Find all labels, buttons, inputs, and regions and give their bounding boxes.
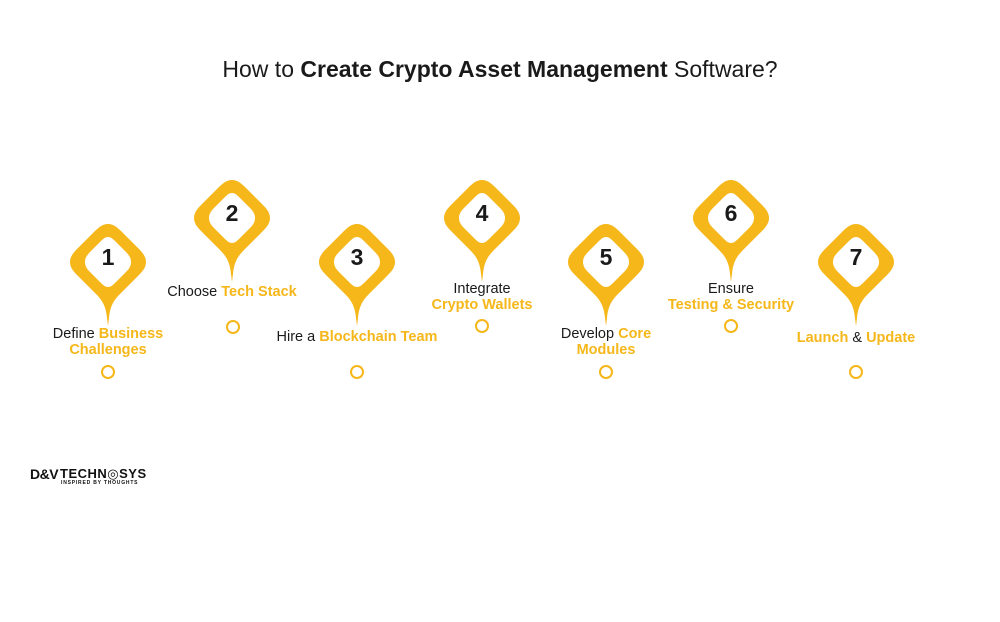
circle-marker-icon [226, 320, 240, 334]
step-number: 5 [599, 244, 613, 270]
page-title: How to Create Crypto Asset Management So… [222, 56, 778, 82]
location-pin-icon [444, 180, 520, 282]
circle-marker-icon [350, 365, 364, 379]
step-number: 7 [849, 244, 863, 270]
step-2: 2 Choose Tech Stack [142, 178, 322, 578]
step-3: 3 Hire a Blockchain Team [267, 222, 447, 622]
step-label: Choose Tech Stack [167, 284, 297, 300]
brand-logo: D&V TECHN◎SYS INSPIRED BY THOUGHTS [30, 466, 160, 490]
step-number: 1 [101, 244, 115, 270]
circle-marker-icon [599, 365, 613, 379]
step-7: 7 Launch & Update [766, 222, 946, 622]
logo-tagline: INSPIRED BY THOUGHTS [61, 480, 139, 486]
circle-marker-icon [101, 365, 115, 379]
circle-marker-icon [849, 365, 863, 379]
location-pin-icon [818, 224, 894, 326]
location-pin-icon [194, 180, 270, 282]
step-label: Hire a Blockchain Team [276, 329, 438, 345]
location-pin-icon [70, 224, 146, 326]
step-number: 4 [475, 200, 489, 226]
circle-marker-icon [724, 319, 738, 333]
step-number: 2 [225, 200, 239, 226]
location-pin-icon [319, 224, 395, 326]
circle-marker-icon [475, 319, 489, 333]
location-pin-icon [693, 180, 769, 282]
logo-brand: TECHN◎SYS [60, 466, 147, 481]
step-number: 3 [350, 244, 364, 270]
step-label: Launch & Update [796, 330, 916, 346]
logo-mark: D&V [30, 466, 59, 482]
location-pin-icon [568, 224, 644, 326]
step-number: 6 [724, 200, 738, 226]
